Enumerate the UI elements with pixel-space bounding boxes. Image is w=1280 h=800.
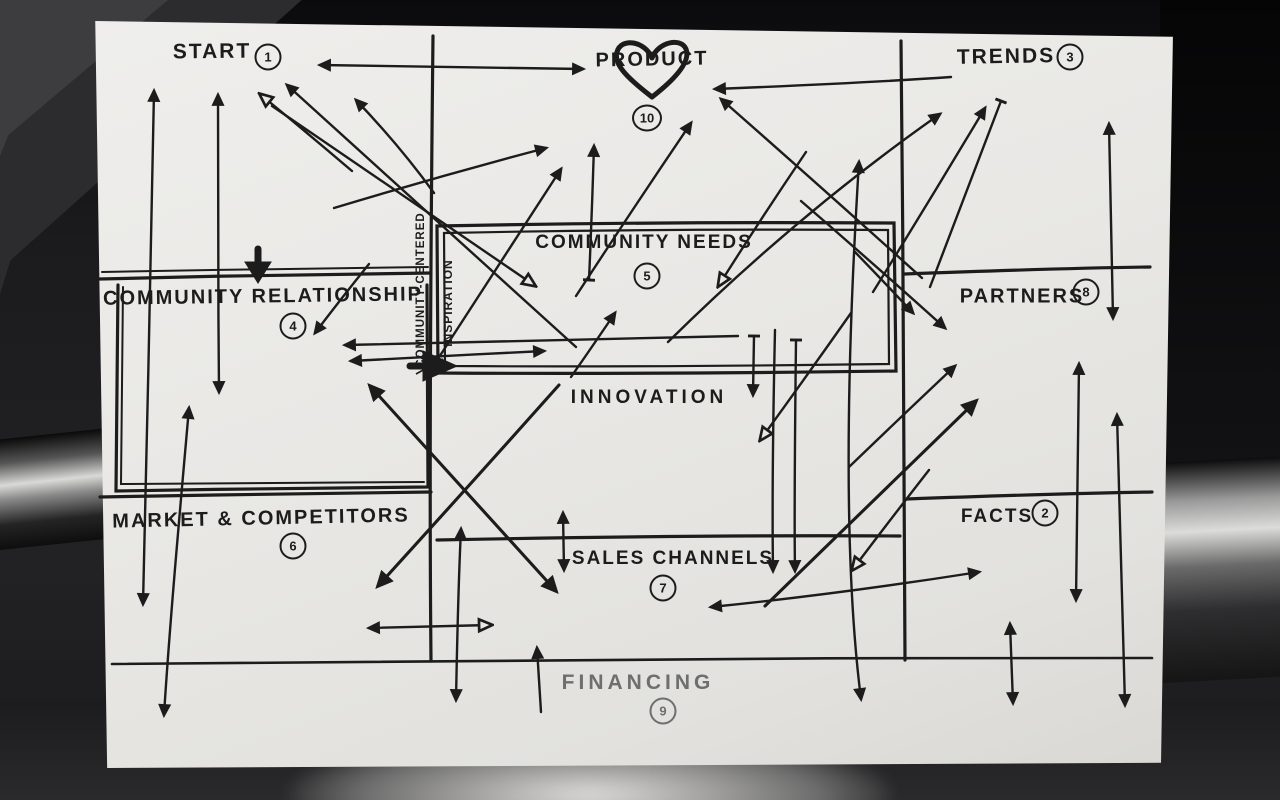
- section-label-trends: TRENDS: [956, 44, 1056, 69]
- number-badge-start: 1: [254, 43, 282, 71]
- number-badge-financing: 9: [649, 697, 677, 725]
- section-label-start: START: [172, 39, 252, 64]
- section-label-financing: FINANCING: [561, 671, 715, 694]
- number-badge-partners: 8: [1072, 278, 1100, 306]
- section-label-product: PRODUCT: [595, 47, 709, 72]
- number-badge-product: 10: [632, 104, 662, 132]
- section-label-partners: PARTNERS: [959, 285, 1085, 308]
- section-label-community-relationship: COMMUNITY RELATIONSHIP: [102, 283, 424, 310]
- number-badge-facts: 2: [1031, 499, 1059, 527]
- section-label-innovation: INNOVATION: [570, 387, 728, 408]
- number-badge-sales-channels: 7: [649, 574, 677, 602]
- vertical-label-inspiration: INSPIRATION: [441, 259, 455, 347]
- number-badge-community-needs: 5: [633, 262, 661, 290]
- number-badge-community-relationship: 4: [279, 312, 307, 340]
- number-badge-market-competitors: 6: [279, 532, 307, 560]
- number-badge-trends: 3: [1056, 43, 1084, 71]
- section-label-facts: FACTS: [960, 506, 1034, 527]
- vertical-label-community-centered: COMMUNITY-CENTERED: [415, 212, 427, 368]
- backdrop-shadow: [1160, 0, 1280, 470]
- section-label-sales-channels: SALES CHANNELS: [571, 548, 775, 569]
- section-label-community-needs: COMMUNITY NEEDS: [535, 232, 753, 253]
